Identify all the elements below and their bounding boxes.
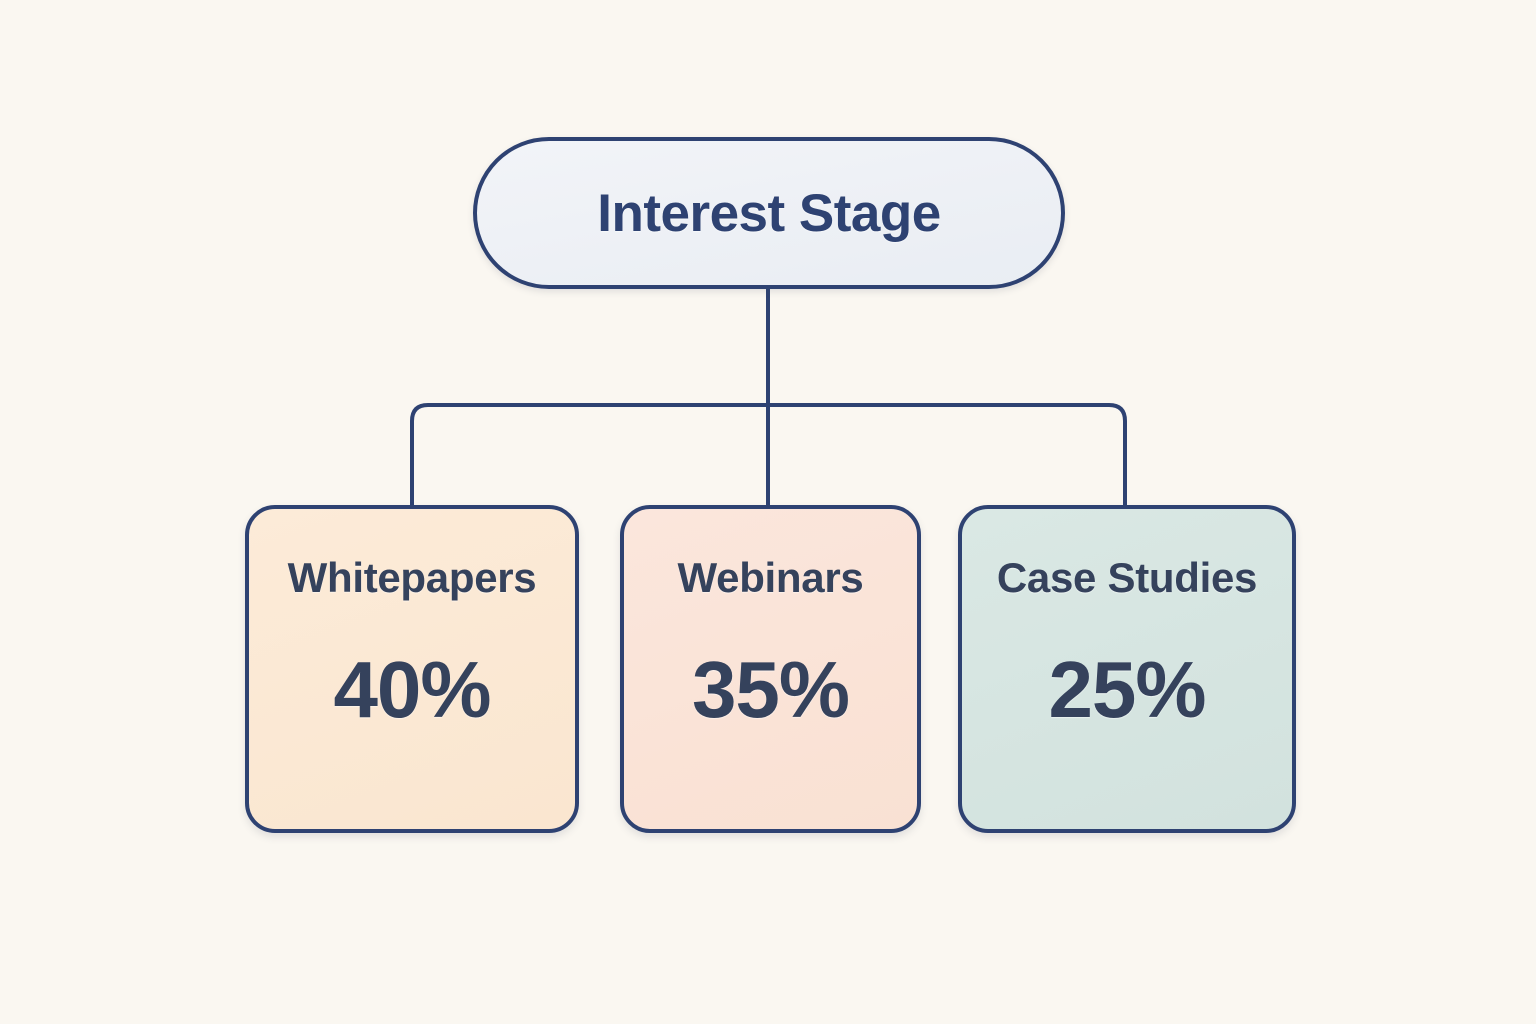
child-node-value: 35% [691,645,850,734]
root-node-label: Interest Stage [597,183,941,243]
child-node-value: 25% [1048,645,1206,734]
child-node-label: Webinars [677,554,864,601]
connector-branch-right [768,403,1127,505]
child-node-value: 40% [333,645,491,734]
child-node-whitepapers[interactable]: Whitepapers 40% [245,505,579,833]
child-node-label: Whitepapers [287,554,537,601]
child-node-label: Case Studies [996,554,1258,601]
child-node-webinars[interactable]: Webinars 35% [620,505,921,833]
root-node-interest-stage[interactable]: Interest Stage [473,137,1065,289]
connector-branch-left [410,403,768,505]
child-node-case-studies[interactable]: Case Studies 25% [958,505,1296,833]
